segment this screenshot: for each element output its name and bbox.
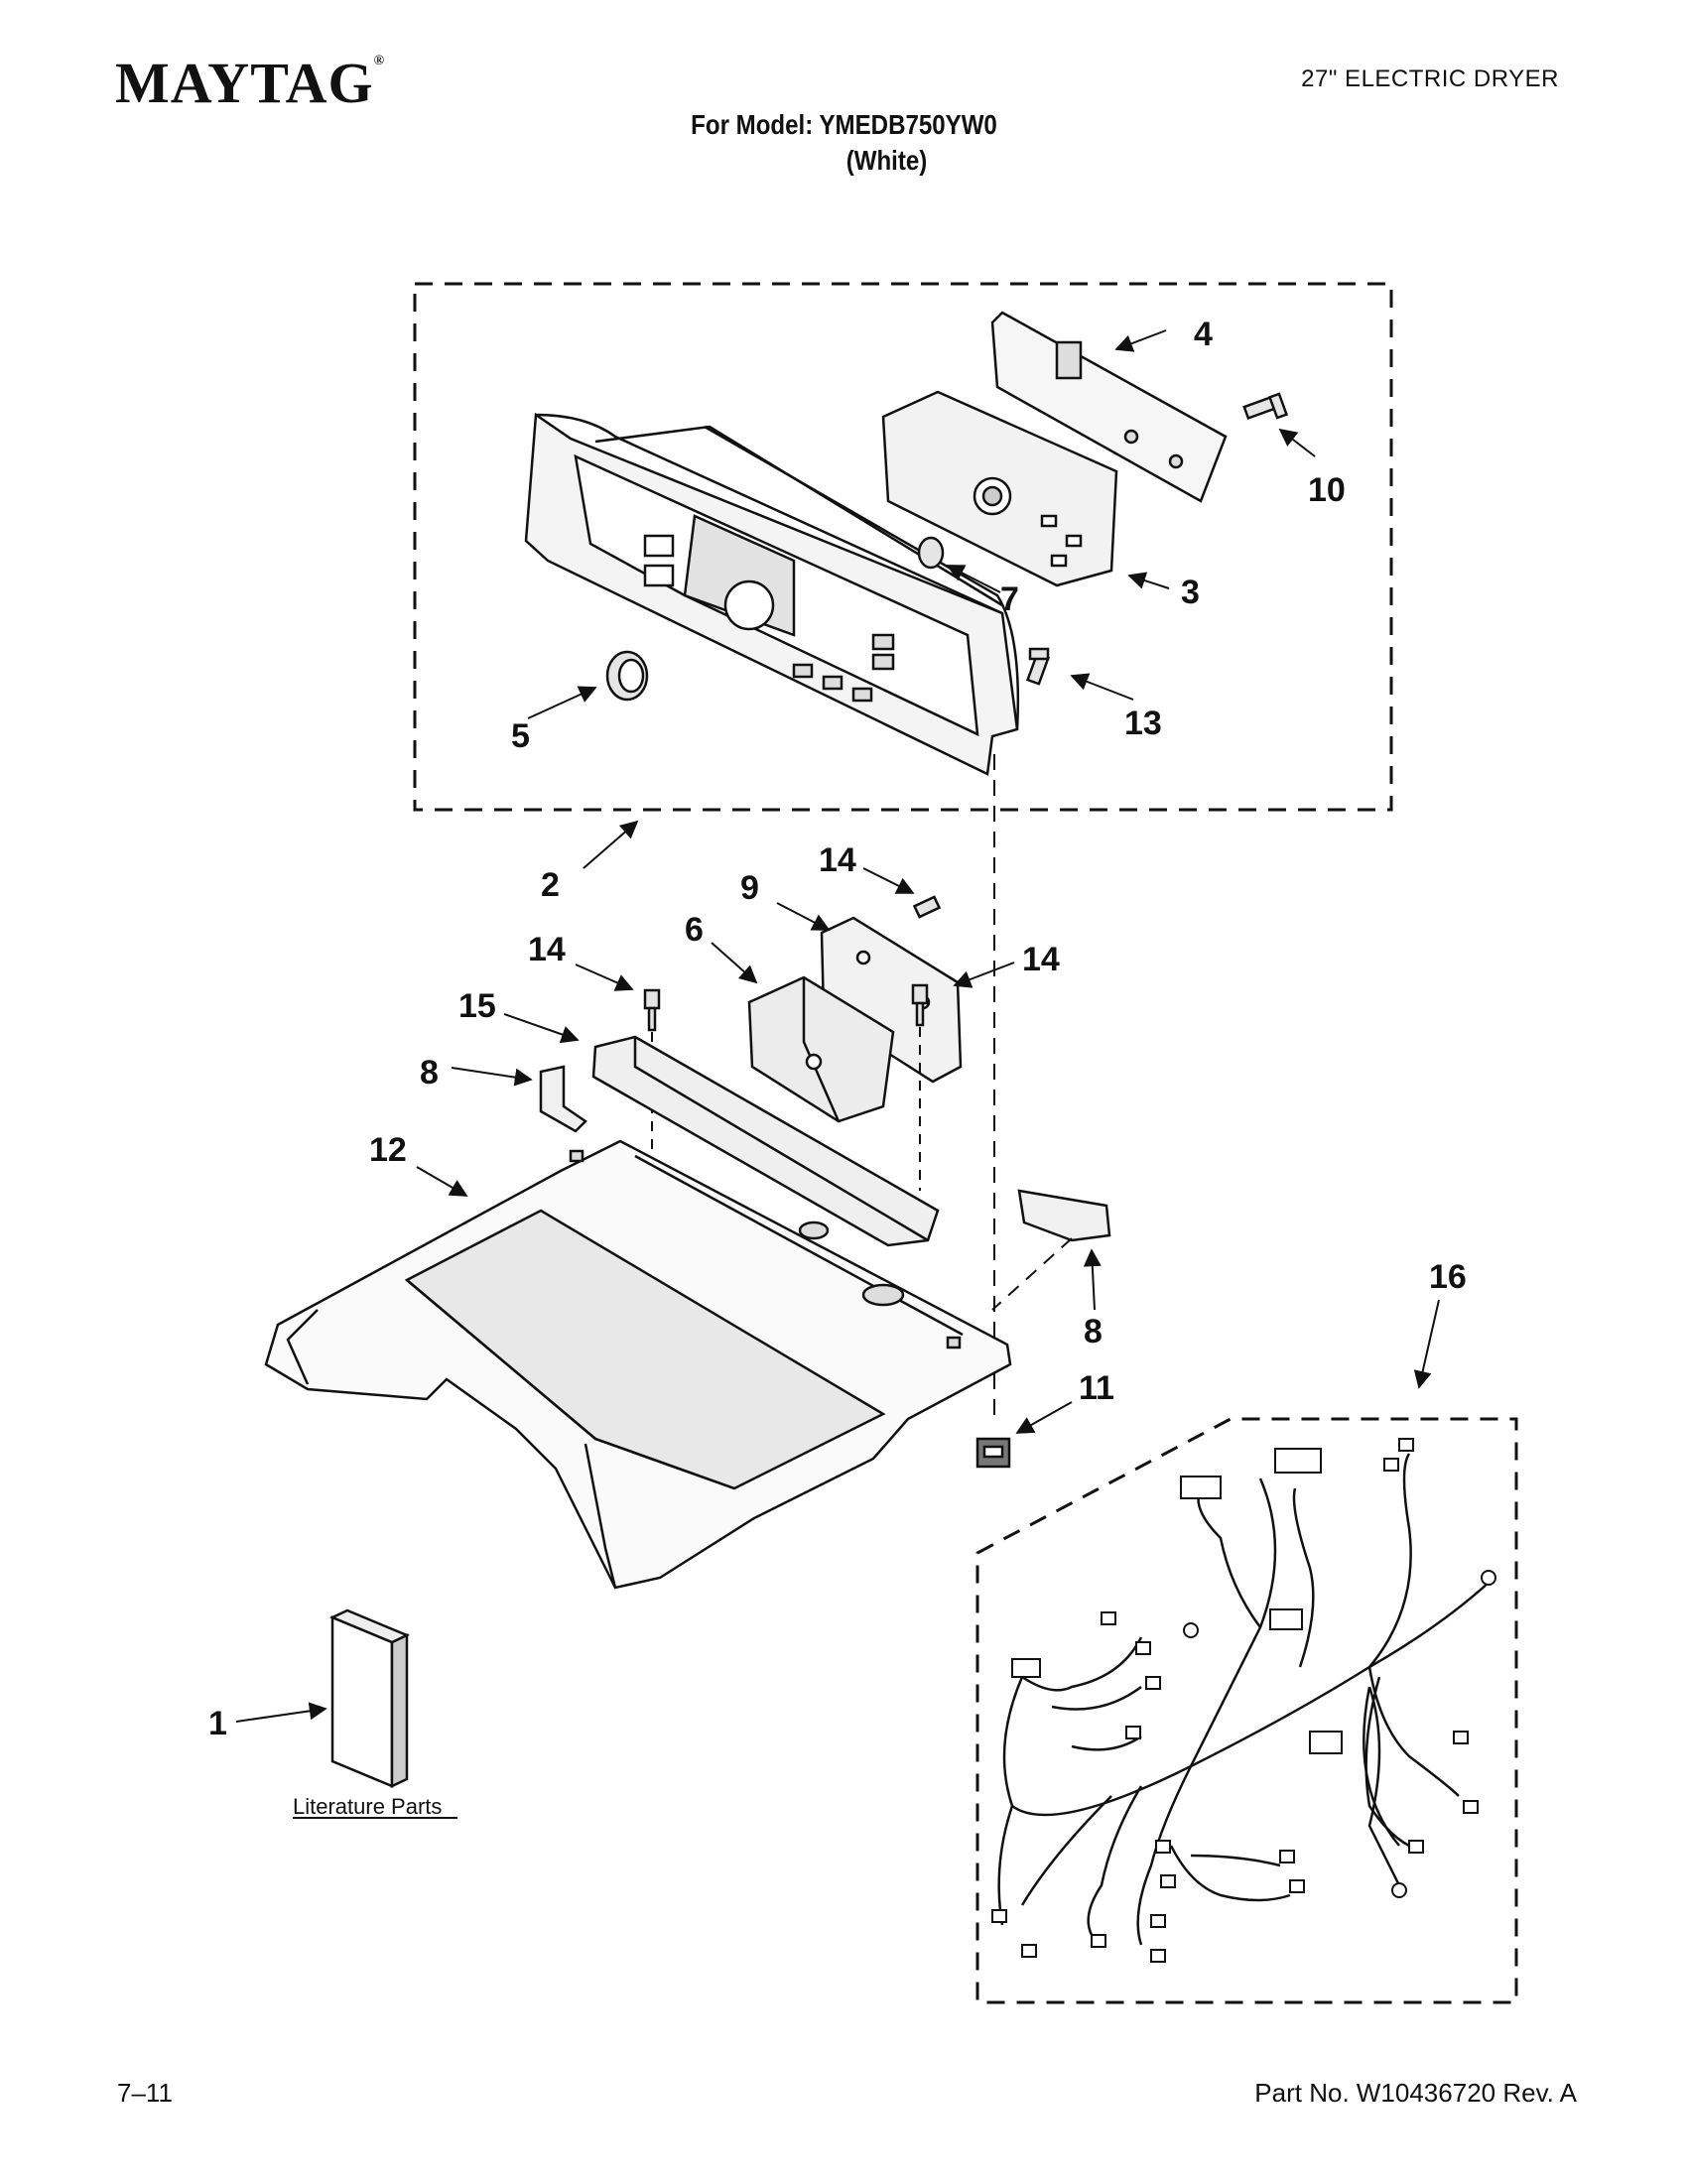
callout-14-left: 14	[528, 931, 566, 968]
circuit-board-part-4	[990, 311, 1228, 503]
gasket-part-8-left	[539, 1065, 587, 1133]
product-title: 27" ELECTRIC DRYER	[1301, 65, 1559, 92]
callout-numbers: 1 2 3 4 5 6 7 8 8 9 10 11 12 13 14 14 14…	[208, 316, 1467, 1742]
top-panel-part-12	[264, 1139, 1012, 1590]
registered-mark: ®	[373, 54, 386, 68]
callout-10: 10	[1308, 471, 1346, 509]
knob-part-5	[605, 650, 649, 702]
wire-harness-part-16	[997, 1453, 1490, 1946]
wire-harness-boundary	[975, 1417, 1518, 2004]
model-color: (White)	[845, 145, 928, 176]
rail-part-15	[591, 1035, 940, 1247]
callout-9: 9	[740, 869, 759, 907]
callout-13: 13	[1124, 705, 1162, 742]
console-panel	[524, 412, 1020, 776]
literature-label: Literature Parts	[293, 1794, 442, 1819]
callout-6: 6	[685, 911, 704, 949]
callout-12: 12	[369, 1131, 407, 1169]
model-heading: For Model: YMEDB750YW0 (White)	[118, 107, 1570, 179]
callout-5: 5	[511, 717, 530, 755]
model-number: For Model: YMEDB750YW0	[691, 109, 997, 140]
connector-part-11	[975, 1437, 1011, 1469]
screw-part-13	[1025, 647, 1051, 686]
callout-16: 16	[1429, 1258, 1467, 1296]
gasket-part-8-right	[1017, 1189, 1111, 1242]
console-assembly-boundary	[413, 282, 1393, 812]
callout-2: 2	[541, 866, 560, 904]
gasket-guide	[991, 1237, 1073, 1311]
control-module-part-6	[747, 975, 895, 1123]
housing-part-3	[881, 390, 1118, 587]
callout-7: 7	[1000, 580, 1019, 618]
callout-8-left: 8	[420, 1054, 439, 1092]
page-number: 7–11	[117, 2078, 173, 2108]
spacer-part-7	[917, 536, 945, 570]
callout-15: 15	[458, 987, 496, 1025]
screw-part-14	[643, 895, 942, 1032]
part-number: Part No. W10436720 Rev. A	[1254, 2078, 1577, 2108]
harness-connectors	[991, 1438, 1496, 1963]
literature-book-part-1	[328, 1608, 411, 1788]
callout-3: 3	[1181, 574, 1200, 611]
brand-name: MAYTAG	[115, 51, 374, 115]
callout-1: 1	[208, 1705, 227, 1742]
screw-part-10	[1242, 392, 1289, 421]
callout-4: 4	[1194, 316, 1213, 353]
callout-leaders	[235, 329, 1440, 1723]
callout-8-right: 8	[1084, 1313, 1103, 1350]
callout-14-right: 14	[1022, 941, 1060, 978]
callout-11: 11	[1079, 1369, 1114, 1407]
callout-14-top: 14	[819, 841, 856, 879]
brand-logo: MAYTAG®	[115, 50, 385, 116]
